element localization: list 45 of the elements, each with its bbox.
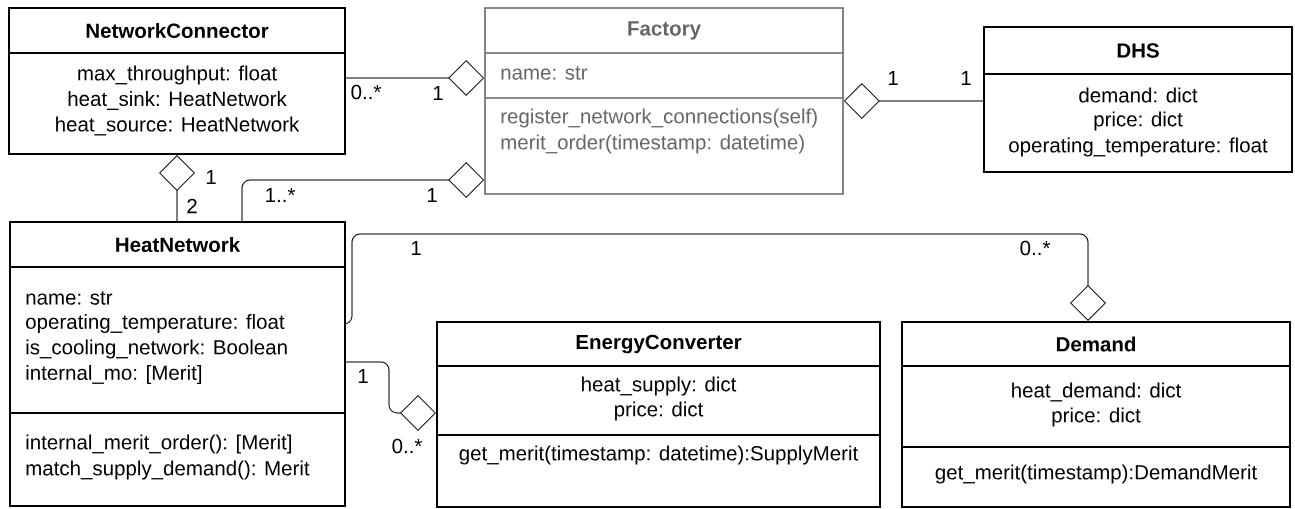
class-name: HeatNetwork [116,237,241,253]
method-text: internal_merit_order(): [Merit] [26,434,292,454]
aggregation-line [159,155,195,222]
class-name: DHS [1117,43,1159,58]
attribute-text: price: dict [1094,111,1183,131]
multiplicity-label: 0..* [1020,240,1051,256]
method-text: get_merit(timestamp: datetime):SupplyMerit [459,445,859,465]
aggregation-line [241,162,484,222]
attribute-text: name: str [26,291,113,305]
aggregation-line [345,361,436,431]
multiplicity-label: 1 [433,85,443,101]
aggregation-line [844,83,984,119]
attribute-text: heat_sink: HeatNetwork [68,91,287,110]
attribute-text: operating_temperature: float [26,313,285,334]
attribute-text: price: dict [615,401,704,421]
multiplicity-label: 1 [888,70,898,86]
attribute-text: heat_demand: dict [1012,382,1182,402]
attribute-text: operating_temperature: float [1009,137,1268,157]
multiplicity-label: 1 [206,169,216,185]
class-name: EnergyConverter [576,334,742,354]
multiplicity-label: 2 [187,198,197,214]
attribute-text: max_throughput: float [78,65,277,85]
method-text: register_network_connections(self) [501,108,817,128]
class-name: Factory [628,21,701,40]
method-text: match_supply_demand(): Merit [26,460,310,480]
method-text: merit_order(timestamp: datetime) [501,134,804,154]
method-text: get_merit(timestamp):DemandMerit [935,464,1258,484]
attribute-text: name: str [501,66,588,80]
multiplicity-label: 1 [961,70,971,86]
attribute-text: internal_mo: [Merit] [26,364,202,385]
attribute-text: heat_source: HeatNetwork [56,116,300,136]
multiplicity-label: 0..* [351,84,382,100]
multiplicity-label: 1 [411,240,421,256]
multiplicity-label: 1..* [266,187,296,203]
aggregation-line [343,233,1106,325]
attribute-text: price: dict [1052,407,1141,427]
attribute-text: demand: dict [1079,87,1198,103]
multiplicity-label: 1 [427,187,437,203]
attribute-text: is_cooling_network: Boolean [26,339,287,359]
multiplicity-label: 1 [358,368,368,384]
multiplicity-label: 0..* [392,438,423,454]
attribute-text: heat_supply: dict [582,376,737,396]
aggregation-line [345,60,484,96]
class-name: Demand [1056,336,1136,352]
class-name: NetworkConnector [86,23,269,39]
